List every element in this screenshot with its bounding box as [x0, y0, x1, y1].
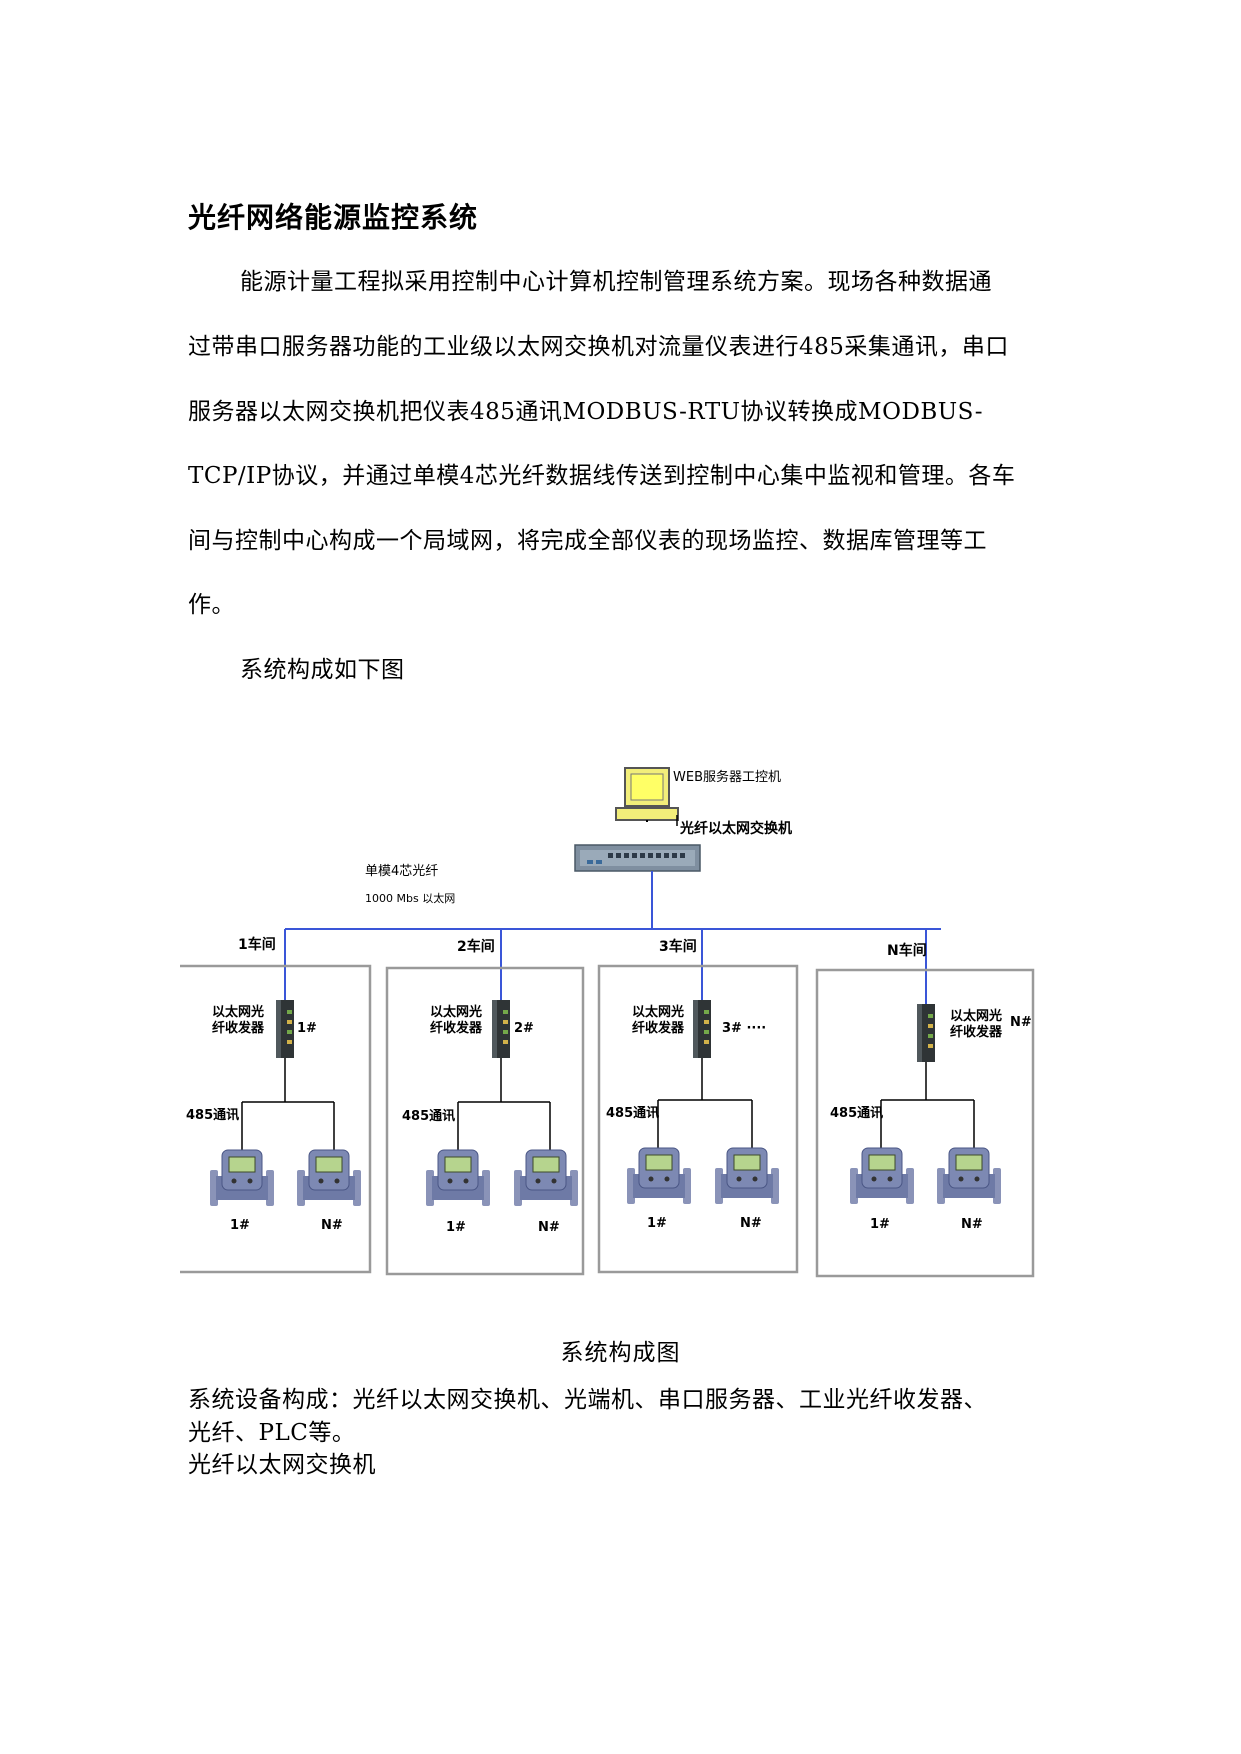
web-server-label: WEB服务器工控机 — [673, 769, 781, 785]
system-architecture-diagram: WEB服务器工控机 光纤以太网交换机 单模4芯光纤 1000 Mbs 以太网 — [180, 767, 1035, 1278]
transceiver-label-line2: 纤收发器 — [430, 1020, 483, 1036]
section-heading: 光纤以太网交换机 — [188, 1452, 376, 1478]
meter-last-label: N# — [961, 1217, 983, 1232]
paragraph-line-2: 过带串口服务器功能的工业级以太网交换机对流量仪表进行485采集通讯，串口 — [188, 334, 1009, 360]
meter-last-label: N# — [321, 1218, 343, 1233]
workshop-1-label: 1车间 — [238, 936, 276, 953]
document-title: 光纤网络能源监控系统 — [188, 201, 479, 234]
transceiver-label-line2: 纤收发器 — [950, 1024, 1003, 1040]
workshop-n-panel: 以太网光 纤收发器 N# 485通讯 1# N# — [815, 968, 1035, 1278]
meter-last-label: N# — [538, 1220, 560, 1235]
workshop-1-panel: 以太网光 纤收发器 1# 485通讯 1# N# — [180, 964, 372, 1274]
transceiver-label-line1: 以太网光 — [950, 1008, 1002, 1024]
workshop-3-panel: 以太网光 纤收发器 3# ···· 485通讯 1# N# — [597, 964, 799, 1274]
figure-intro: 系统构成如下图 — [240, 657, 405, 683]
rs485-label: 485通讯 — [186, 1107, 239, 1123]
workshop-2-label: 2车间 — [457, 938, 495, 955]
paragraph-line-3: 服务器以太网交换机把仪表485通讯MODBUS-RTU协议转换成MODBUS- — [188, 399, 984, 425]
transceiver-label-line2: 纤收发器 — [632, 1020, 685, 1036]
meter-first-label: 1# — [870, 1217, 890, 1232]
meter-last-label: N# — [740, 1216, 762, 1231]
transceiver-label-line1: 以太网光 — [212, 1004, 264, 1020]
paragraph-line-5: 间与控制中心构成一个局域网，将完成全部仪表的现场监控、数据库管理等工 — [188, 528, 987, 554]
web-server-computer-icon — [615, 767, 679, 821]
workshop-n-label: N车间 — [887, 942, 927, 959]
workshop-2-panel: 以太网光 纤收发器 2# 485通讯 1# N# — [385, 966, 585, 1276]
switch-label: 光纤以太网交换机 — [679, 820, 792, 837]
paragraph-line-1: 能源计量工程拟采用控制中心计算机控制管理系统方案。现场各种数据通 — [240, 269, 992, 295]
meter-first-label: 1# — [230, 1218, 250, 1233]
transceiver-number: N# — [1010, 1015, 1032, 1030]
transceiver-number: 2# — [514, 1021, 534, 1036]
equipment-line-1: 系统设备构成：光纤以太网交换机、光端机、串口服务器、工业光纤收发器、 — [188, 1387, 987, 1413]
meter-first-label: 1# — [446, 1220, 466, 1235]
fiber-backbone — [284, 871, 941, 1004]
transceiver-label-line1: 以太网光 — [430, 1004, 482, 1020]
transceiver-number: 3# ···· — [722, 1021, 766, 1036]
rs485-label: 485通讯 — [606, 1105, 659, 1121]
meter-first-label: 1# — [647, 1216, 667, 1231]
transceiver-label-line2: 纤收发器 — [212, 1020, 265, 1036]
figure-caption: 系统构成图 — [560, 1340, 681, 1366]
fiber-label: 单模4芯光纤 — [365, 864, 438, 879]
paragraph-line-4: TCP/IP协议，并通过单模4芯光纤数据线传送到控制中心集中监视和管理。各车 — [188, 463, 1016, 489]
workshop-3-label: 3车间 — [659, 938, 697, 955]
fiber-ethernet-switch-icon — [574, 844, 701, 872]
paragraph-line-6: 作。 — [188, 592, 235, 618]
rs485-label: 485通讯 — [830, 1105, 883, 1121]
transceiver-label-line1: 以太网光 — [632, 1004, 684, 1020]
rs485-label: 485通讯 — [402, 1108, 455, 1124]
speed-label: 1000 Mbs 以太网 — [365, 892, 455, 905]
transceiver-number: 1# — [297, 1021, 317, 1036]
equipment-line-2: 光纤、PLC等。 — [188, 1420, 356, 1446]
